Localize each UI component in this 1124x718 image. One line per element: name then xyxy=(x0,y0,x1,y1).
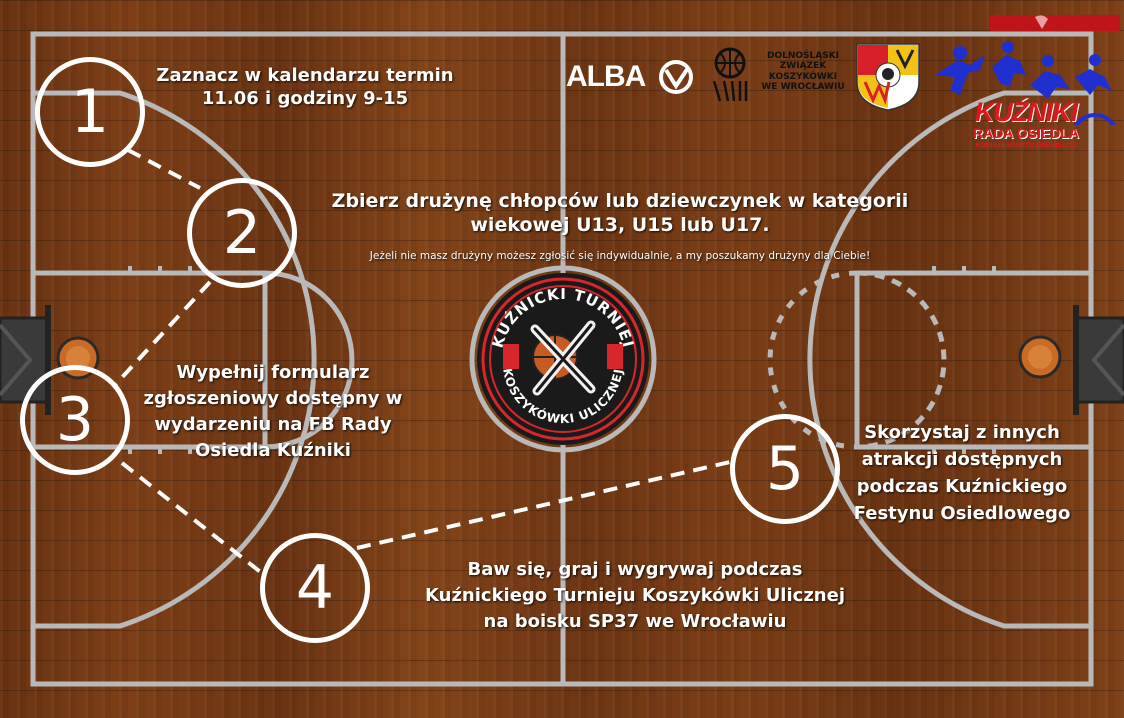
kuzniki-tagline: KOMISJA SPORTU I REKREACJI xyxy=(975,142,1077,149)
right-basket-hoop xyxy=(1018,305,1124,415)
step-2-note: Jeżeli nie masz drużyny możesz zgłosić s… xyxy=(369,250,871,262)
step-2-text: Zbierz drużynę chłopców lub dziewczynek … xyxy=(331,190,909,237)
dzkosz-line-3: KOSZYKÓWKI xyxy=(768,71,838,82)
dzkosz-line-4: WE WROCŁAWIU xyxy=(761,82,845,93)
step-1-number: 1 xyxy=(70,77,110,147)
step-2-number: 2 xyxy=(222,198,262,268)
step-5-text: Skorzystaj z innych atrakcji dostępnych … xyxy=(853,422,1071,524)
step-1-text: Zaznacz w kalendarzu termin 11.06 i godz… xyxy=(156,65,454,110)
alba-emblem-icon xyxy=(659,60,693,94)
dzkosz-logo: DOLNOŚLĄSKI ZWIĄZEK KOSZYKÓWKI WE WROCŁA… xyxy=(706,45,850,103)
step-connector-path xyxy=(113,148,731,576)
kuzniki-rada-osiedla-logo: KUŹNIKI RADA OSIEDLA KOMISJA SPORTU I RE… xyxy=(930,15,1124,175)
step-4-number-circle: 4 xyxy=(260,533,370,643)
dzkosz-line-2: ZWIĄZEK xyxy=(779,61,827,72)
step-3-number-circle: 3 xyxy=(20,365,130,475)
alba-logo-text: ALBA xyxy=(566,60,646,93)
kuzniki-title: KUŹNIKI xyxy=(974,97,1079,127)
step-5-number-circle: 5 xyxy=(730,414,840,524)
athletes-silhouettes-icon xyxy=(935,15,1120,125)
dzkosz-line-1: DOLNOŚLĄSKI xyxy=(766,51,840,61)
wroclaw-coat-of-arms-icon xyxy=(856,43,920,111)
step-5-number: 5 xyxy=(765,434,805,504)
step-4-number: 4 xyxy=(295,553,335,623)
kuzniki-subtitle: RADA OSIEDLA xyxy=(972,125,1080,141)
step-2-number-circle: 2 xyxy=(187,178,297,288)
step-3-number: 3 xyxy=(55,385,95,455)
basketball-emblem-icon xyxy=(712,47,748,102)
step-3-text: Wypełnij formularz zgłoszeniowy dostępny… xyxy=(143,362,403,462)
tournament-emblem-logo: KUŹNICKI TURNIEJ KOSZYKÓWKI ULICZNEJ xyxy=(477,273,649,445)
step-4-text: Baw się, graj i wygrywaj podczas Kuźnick… xyxy=(425,559,845,633)
step-1-number-circle: 1 xyxy=(35,57,145,167)
alba-logo: ALBA xyxy=(566,58,701,98)
